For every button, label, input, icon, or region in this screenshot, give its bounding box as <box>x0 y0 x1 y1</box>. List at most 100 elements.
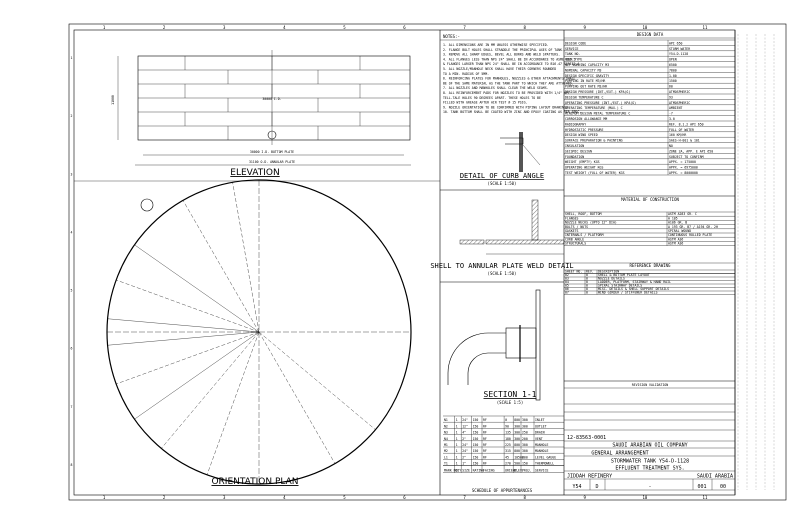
table-cell: 0 <box>586 280 588 284</box>
section-scale: (SCALE 1:5) <box>497 400 524 405</box>
grid-column-label: 7 <box>463 495 466 500</box>
table-cell: 160 KM/HR <box>669 133 686 137</box>
table-cell: 06 <box>565 287 569 291</box>
table-cell: ZONE 2A, APP. E API 650 <box>669 149 713 153</box>
orientation-line <box>161 331 260 449</box>
table-cell: 300 <box>522 418 528 422</box>
grid-column-label: 8 <box>523 25 526 30</box>
table-cell: RF <box>483 418 487 422</box>
table-cell: SURFACE PREPARATION & PAINTING <box>565 139 623 143</box>
table-cell: ORIENT. <box>505 469 519 473</box>
table-cell: SPIRAL WOUND <box>668 229 691 233</box>
shell-wall <box>535 289 541 401</box>
curb-angle <box>500 137 524 145</box>
table-cell: 150 <box>473 431 479 435</box>
table-cell: N2 <box>444 424 448 428</box>
revision-strip <box>737 34 775 490</box>
table-cell: N3 <box>444 431 448 435</box>
table-cell: APPX. = 8000000 <box>669 171 698 175</box>
appurtenances-title: SCHEDULE OF APPURTENANCES <box>472 488 533 493</box>
table-cell: WEIGHT (EMPTY) KGS <box>565 160 600 164</box>
table-cell: STORM WATER <box>669 47 690 51</box>
orientation-line <box>258 331 336 464</box>
table-cell: 04 <box>565 280 569 284</box>
table-cell: QTY <box>456 469 462 473</box>
note-item: 8. ALL REINFORCEMENT PADS FOR NOZZLES TO… <box>443 91 570 95</box>
grid-row-label: 2 <box>71 114 73 118</box>
leader <box>522 144 541 166</box>
grid-column-label: 4 <box>283 495 286 500</box>
table-cell: FACING <box>483 469 495 473</box>
table-cell: 300 <box>514 437 520 441</box>
note-item: & FLANGES LARGER THAN NPS 24" SHALL BE I… <box>443 62 581 66</box>
grid-row-label: 8 <box>71 463 73 467</box>
orientation-line <box>206 331 260 475</box>
table-cell: MARK NO. <box>444 469 459 473</box>
table-cell: 300 <box>514 424 520 428</box>
notes-block: NOTES:- 1. ALL DIMENSIONS ARE IN MM UNLE… <box>440 34 581 114</box>
grid-row-label: 4 <box>71 230 73 234</box>
table-cell: ATMOSPHERIC <box>669 90 690 94</box>
table-cell: 0 <box>505 418 507 422</box>
note-item: 4. ALL FLANGES LESS THAN NPS 24" SHALL B… <box>443 57 575 61</box>
table-cell: MANHOLE <box>535 443 549 447</box>
table-cell: T1 <box>444 462 448 466</box>
table-cell: PUMPING IN RATE M3/HR <box>565 79 605 83</box>
table-cell: OPERATING PRESSURE (INT./EXT.) KPA(G) <box>565 101 636 105</box>
table-cell: 0 <box>586 284 588 288</box>
section-1-1: SECTION 1-1 (SCALE 1:5) <box>447 289 541 405</box>
table-cell: 90 <box>505 424 509 428</box>
shell-section <box>531 199 539 241</box>
table-cell: RF <box>483 424 487 428</box>
table-cell: PROJ. <box>522 469 532 473</box>
grid-column-label: 11 <box>703 25 708 30</box>
grid-column-label: 2 <box>163 25 166 30</box>
table-cell: NOZZLE DETAILS <box>598 277 625 281</box>
table-cell: RF <box>483 462 487 466</box>
table-cell: 03 <box>565 277 569 281</box>
table-cell: DESIGN PRESSURE (INT./EXT.) KPA(G) <box>565 90 630 94</box>
bottom-dim-label: 30000 I.D. BOTTOM PLATE <box>250 150 294 154</box>
curb-angle-detail: DETAIL OF CURB ANGLE (SCALE 1:50) <box>460 132 544 186</box>
table-cell: AMBIENT <box>669 106 683 110</box>
grid-column-label: 7 <box>463 25 466 30</box>
table-cell: 1" <box>462 462 466 466</box>
table-cell: 800 <box>514 449 520 453</box>
bottom-plate <box>459 239 485 245</box>
note-item: 6. REINFORCING PLATES FOR MANHOLES, NOZZ… <box>443 77 575 81</box>
table-cell: REV. <box>586 270 594 274</box>
tank-name: STORMWATER TANK Y54-D-1128 <box>611 459 689 465</box>
table-cell: SERVICE <box>535 469 549 473</box>
elevation-view: 30000 I.D. 30000 I.D. BOTTOM PLATE 31100… <box>111 50 411 178</box>
table-cell: RF <box>483 449 487 453</box>
table-cell: SPIRAL STAIRWAY DETAILS <box>598 284 642 288</box>
table-cell: RATING <box>473 469 485 473</box>
drawing-number: 12-83563-0001 <box>567 435 606 441</box>
orientation-line <box>107 331 260 346</box>
table-cell: 7800 <box>669 68 677 72</box>
grid-column-label: 10 <box>642 25 647 30</box>
table-cell: 200 <box>522 455 528 459</box>
notes-heading: NOTES:- <box>443 34 460 39</box>
title-block: REVISION VALIDATION 12-83563-0001 SAUDI … <box>564 380 735 491</box>
table-cell: 0 <box>586 287 588 291</box>
table-cell: N4 <box>444 437 448 441</box>
table-cell: 300 <box>522 424 528 428</box>
grid-column-label: 5 <box>343 495 346 500</box>
table-cell: M2 <box>444 449 448 453</box>
table-cell: NOMINAL CAPACITY M3 <box>565 68 602 72</box>
grid-column-label: 4 <box>283 25 286 30</box>
country-name: SAUDI ARABIA <box>697 474 733 480</box>
table-cell: 500 <box>514 462 520 466</box>
table-cell: N1 <box>444 418 448 422</box>
note-item: BE OF THE SAME MATERIAL AS THE TANK PART… <box>443 81 574 85</box>
table-cell: NET WORKING CAPACITY M3 <box>565 63 609 67</box>
table-cell: 1 <box>456 418 458 422</box>
table-cell: CONTINUOUS ROLLED PLATE <box>668 233 712 237</box>
grid-column-label: 3 <box>223 25 226 30</box>
grid-column-label: 1 <box>103 495 106 500</box>
table-cell: 270 <box>505 462 511 466</box>
table-cell: ASTM A283 GR. C <box>668 212 697 216</box>
